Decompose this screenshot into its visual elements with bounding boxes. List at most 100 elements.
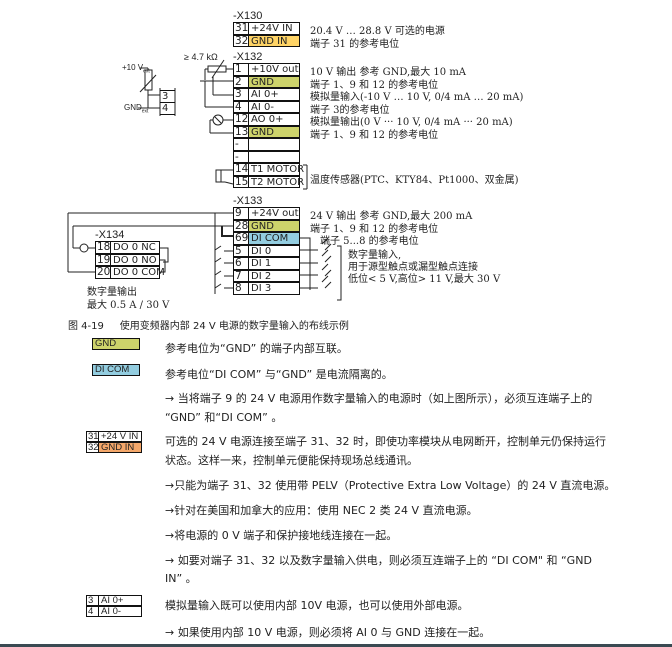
terminal-number: 20 <box>97 266 111 278</box>
terminal-desc: 模拟量输出(0 V ··· 10 V, 0/4 mA ··· 20 mA) <box>310 117 513 128</box>
terminal-label: DO 0 NO <box>113 254 157 266</box>
note-text: →将电源的 0 V 端子和保护接地线连接在一起。 <box>165 529 398 542</box>
x133-terminal-row: 9+24V out <box>233 207 300 220</box>
terminal-number: 3 <box>234 89 249 100</box>
terminal-label: DO 0 NC <box>113 242 156 253</box>
bottom-border <box>0 644 672 647</box>
temperature-sensor-icon <box>215 169 222 183</box>
legend-row-31: 31+24 V IN <box>86 431 142 442</box>
ext-terminal-3: 3 <box>160 90 175 103</box>
note-text: →针对在美国和加拿大的应用：使用 NEC 2 类 24 V 直流电源。 <box>165 504 478 517</box>
figure-caption: 图 4-19 使用变频器内部 24 V 电源的数字量输入的布线示例 <box>68 321 349 332</box>
do-desc-1: 数字量输出 <box>87 287 137 298</box>
note-text: 模拟量输入既可以使用内部 10V 电源，也可以使用外部电源。 <box>165 599 469 612</box>
terminal-number: 12 <box>235 113 249 125</box>
terminal-label: DI 1 <box>251 258 272 269</box>
terminal-desc: 端子 3的参考电位 <box>310 104 390 116</box>
terminal-number: 6 <box>234 258 249 269</box>
ext-terminal-4: 4 <box>160 102 175 115</box>
terminal-number: 9 <box>234 208 249 219</box>
x132-terminal-row: 1+10V out <box>233 63 300 76</box>
ext-gnd-label: GNDext <box>124 103 149 115</box>
terminal-number: 1 <box>234 64 249 75</box>
terminal-label: DI 0 <box>251 245 272 257</box>
terminal-label: DI COM <box>249 233 299 244</box>
terminal-label: GND <box>249 126 299 137</box>
terminal-label: +24V out <box>251 208 299 219</box>
terminal-label <box>249 152 299 163</box>
terminal-label: +24V IN <box>251 23 293 34</box>
terminal-label: DI 2 <box>251 270 272 282</box>
terminal-desc: 24 V 输出 参考 GND,最大 200 mA <box>310 211 473 222</box>
terminal-desc: 端子 31 的参考电位 <box>310 38 400 50</box>
note-text: → 如果使用内部 10 V 电源，则必须将 AI 0 与 GND 连接在一起。 <box>165 626 491 639</box>
x132-title: -X132 <box>233 51 263 63</box>
terminal-label: T2 MOTOR <box>251 176 305 188</box>
note-text: → 当将端子 9 的 24 V 电源用作数字量输入的电源时（如上图所示），必须互… <box>165 392 593 405</box>
di-desc-2: 用于源型触点或漏型触点连接 <box>348 262 478 273</box>
x132-terminal-row: - <box>233 138 300 151</box>
lamp-icon <box>79 243 89 253</box>
terminal-number: 69 <box>235 232 249 244</box>
wiring-diagram <box>67 59 342 301</box>
terminal-number: - <box>234 139 249 150</box>
terminal-label: GND <box>249 76 299 87</box>
terminal-label: DO 0 COM <box>113 267 165 278</box>
terminal-desc: 模拟量输入(-10 V … 10 V, 0/4 mA … 20 mA) <box>310 92 524 103</box>
note-text: 状态。这样一来，控制单元便能保持现场总线通讯。 <box>165 454 418 467</box>
terminal-number: 15 <box>235 175 249 188</box>
di-desc-3: 低位< 5 V,高位> 11 V,最大 30 V <box>348 274 501 285</box>
terminal-label: GND IN <box>249 35 299 46</box>
terminal-number: - <box>234 151 249 162</box>
terminal-label: AO 0+ <box>251 114 284 125</box>
terminal-number: 8 <box>234 283 249 294</box>
di-desc-1: 数字量输入, <box>348 250 402 261</box>
note-text: IN” 。 <box>165 572 197 585</box>
resistor-label: ≥ 4.7 kΩ <box>184 52 218 62</box>
terminal-number: 18 <box>97 241 111 253</box>
x130-title: -X130 <box>233 10 263 22</box>
note-text: 参考电位为“GND” 的端子内部互联。 <box>165 342 348 355</box>
terminal-number: 32 <box>235 34 249 47</box>
terminal-number: 28 <box>235 219 249 232</box>
terminal-desc: 端子 5...8 的参考电位 <box>320 236 419 247</box>
x134-title: -X134 <box>95 229 125 241</box>
note-text: “GND” 和“DI COM” 。 <box>165 411 283 424</box>
terminal-number: 2 <box>234 76 249 87</box>
terminal-number: 31 <box>235 22 249 34</box>
terminal-number: 13 <box>235 125 249 138</box>
note-text: → 如要对端子 31、32 以及数字量输入供电，则必须互连端子上的 “DI CO… <box>165 554 592 567</box>
terminal-label: T1 MOTOR <box>251 164 305 175</box>
terminal-number: 14 <box>235 163 249 175</box>
terminal-desc: 端子 1、9 和 12 的参考电位 <box>310 79 439 91</box>
terminal-desc: 端子 1、9 和 12 的参考电位 <box>310 129 439 141</box>
x132-terminal-row: - <box>233 150 300 163</box>
note-text: 参考电位“DI COM” 与“GND” 是电流隔离的。 <box>165 368 393 381</box>
legend-gnd: GND <box>92 338 140 350</box>
terminal-desc: 端子 1、9 和 12 的参考电位 <box>310 223 439 235</box>
terminal-label: GND <box>249 220 299 231</box>
do-desc-2: 最大 0.5 A / 30 V <box>87 300 170 311</box>
terminal-desc: 10 V 输出 参考 GND,最大 10 mA <box>310 67 467 78</box>
terminal-number: 4 <box>234 101 249 112</box>
terminal-desc: 20.4 V … 28.8 V 可选的电源 <box>310 26 445 37</box>
